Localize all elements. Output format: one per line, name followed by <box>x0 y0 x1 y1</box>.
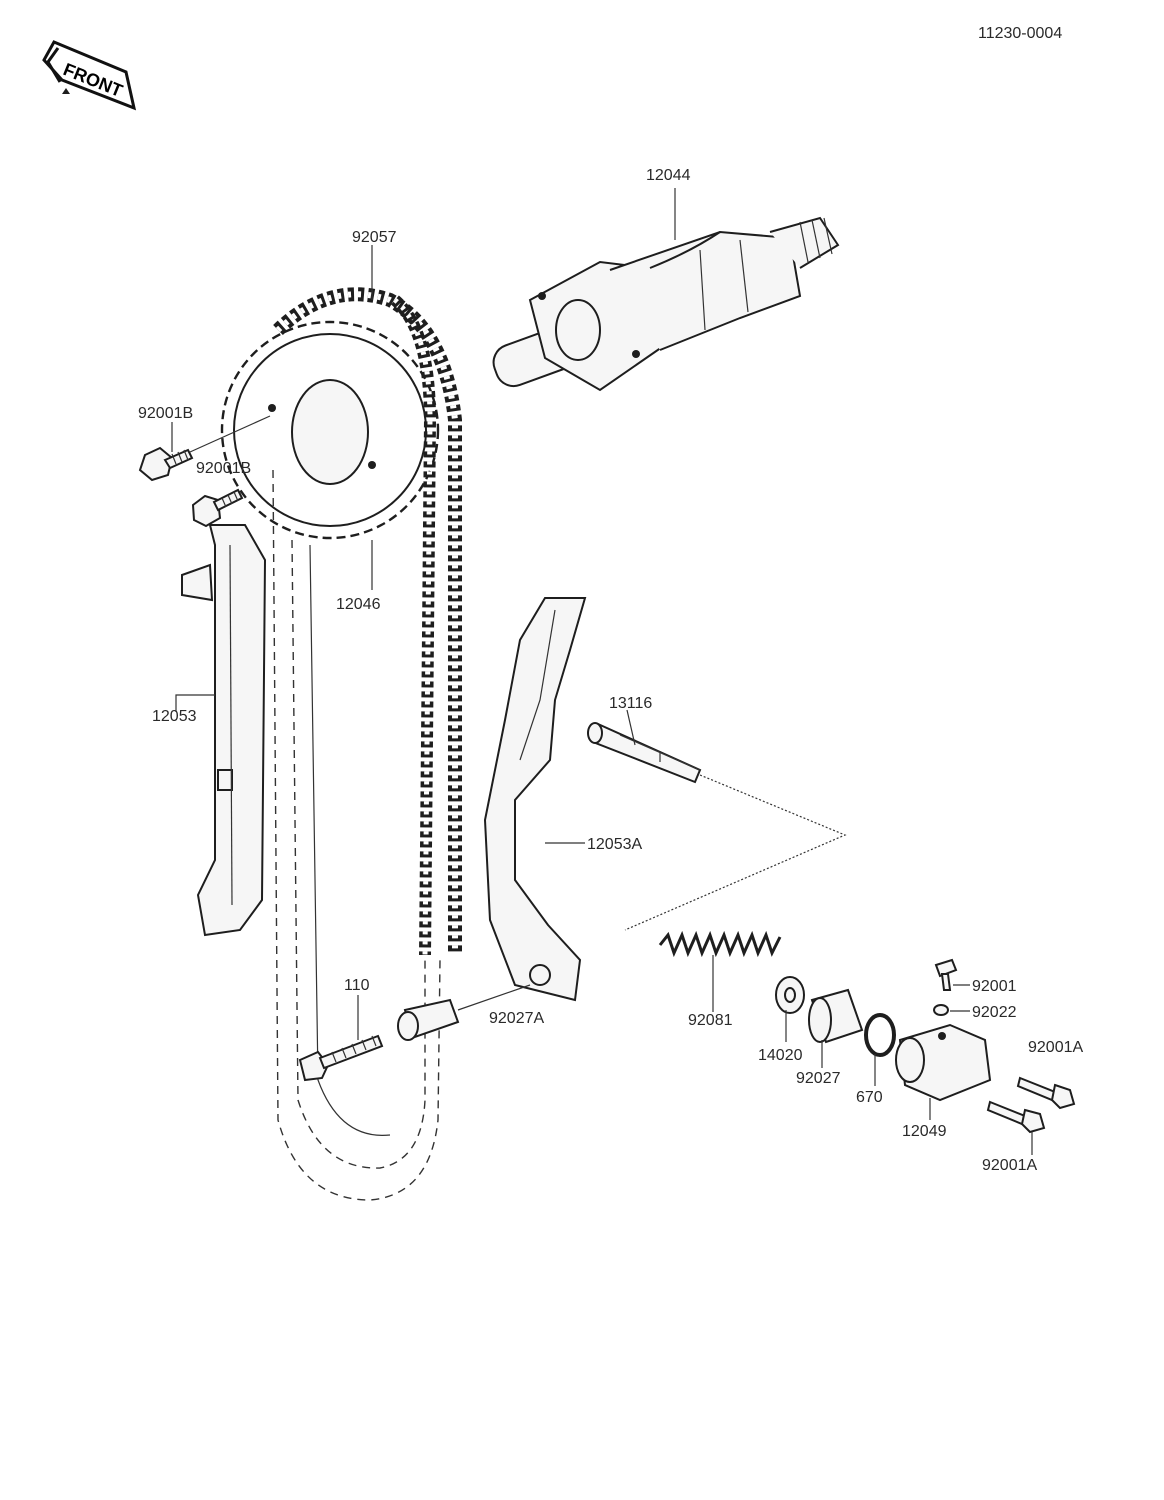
washer-14020 <box>775 976 805 1014</box>
part-label: 13116 <box>609 695 652 712</box>
leader-12053 <box>175 694 215 712</box>
chain-guide-front <box>181 524 267 937</box>
part-label: 12053A <box>587 836 642 853</box>
camshaft <box>492 216 840 392</box>
cam-chain <box>272 287 462 1201</box>
leader-13116 <box>626 709 636 746</box>
part-label: 92001A <box>1028 1039 1083 1056</box>
pin-13116 <box>587 722 702 784</box>
part-label: 110 <box>344 977 370 994</box>
front-badge: FRONT <box>42 40 137 111</box>
sprocket-bolt-a <box>138 446 194 482</box>
part-label: 92057 <box>352 229 397 246</box>
part-label: 92027 <box>796 1070 841 1087</box>
housing-bolt-a <box>1016 1076 1076 1110</box>
housing-bolt-top <box>933 958 958 1016</box>
chain-guide-rear <box>483 597 587 1002</box>
tensioner-housing <box>895 1023 992 1102</box>
tensioner-spring <box>658 930 782 958</box>
part-label: 12044 <box>646 167 691 184</box>
housing-bolt-b <box>986 1100 1046 1134</box>
part-label: 92001B <box>138 405 193 422</box>
part-label: 92027A <box>489 1010 544 1027</box>
o-ring <box>864 1013 896 1057</box>
pivot-bolt <box>298 1034 384 1082</box>
part-label: 92001 <box>972 978 1017 995</box>
part-label: 92081 <box>688 1012 733 1029</box>
part-label: 12049 <box>902 1123 947 1140</box>
part-label: 92001A <box>982 1157 1037 1174</box>
part-label: 670 <box>856 1089 883 1106</box>
plunger-92027 <box>808 988 864 1044</box>
cam-sprocket <box>220 320 440 540</box>
part-label: 92022 <box>972 1004 1017 1021</box>
part-label: 12053 <box>152 708 197 725</box>
part-label: 14020 <box>758 1047 803 1064</box>
collar-92027a <box>397 984 531 1041</box>
sprocket-bolt-b <box>191 488 244 528</box>
part-label: 12046 <box>336 596 381 613</box>
pin-leader <box>624 774 847 931</box>
doc-ref-code: 11230-0004 <box>978 25 1062 42</box>
part-label: 92001B <box>196 460 251 477</box>
bolt-a-leader <box>189 415 271 453</box>
